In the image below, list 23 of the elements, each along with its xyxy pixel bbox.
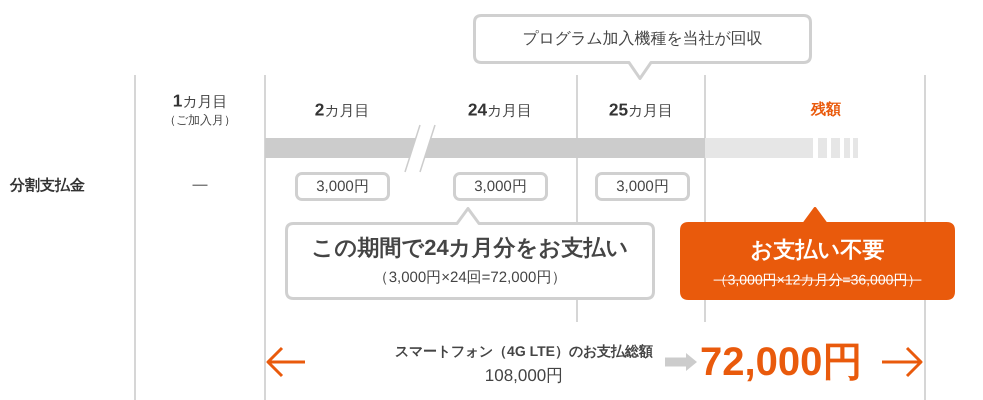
callout-heading: お支払い不要 <box>750 236 884 264</box>
amount-box: 3,000円 <box>595 172 690 201</box>
column-header: 24カ月目 <box>468 100 532 120</box>
speech-bubble <box>473 14 812 80</box>
column-header: 2カ月目 <box>314 100 370 120</box>
payment-amount: 72,000円 <box>697 337 862 387</box>
callout-heading: この期間で24カ月分をお支払い <box>311 234 629 262</box>
callout-text: プログラム加入機種を当社が回収 <box>522 29 762 49</box>
amount-box: 3,000円 <box>295 172 390 201</box>
total-caption: スマートフォン（4G LTE）のお支払総額 <box>395 343 653 359</box>
callout-note: （3,000円×12カ月分=36,000円） <box>714 272 922 288</box>
column-note: （ご加入月） <box>164 112 236 128</box>
speech-bubble <box>680 207 955 300</box>
amount-box: 3,000円 <box>453 172 548 201</box>
column-header: 25カ月目 <box>608 100 674 120</box>
column-header: 1カ月目 <box>172 90 228 112</box>
row-header: 分割支払金 <box>10 177 85 195</box>
column-header: 残額 <box>811 101 841 119</box>
callout-note: （3,000円×24回=72,000円） <box>374 269 566 287</box>
total-amount: 108,000円 <box>484 366 564 385</box>
speech-bubble <box>285 207 655 300</box>
empty-dash: — <box>192 176 208 194</box>
arrow <box>665 353 697 371</box>
